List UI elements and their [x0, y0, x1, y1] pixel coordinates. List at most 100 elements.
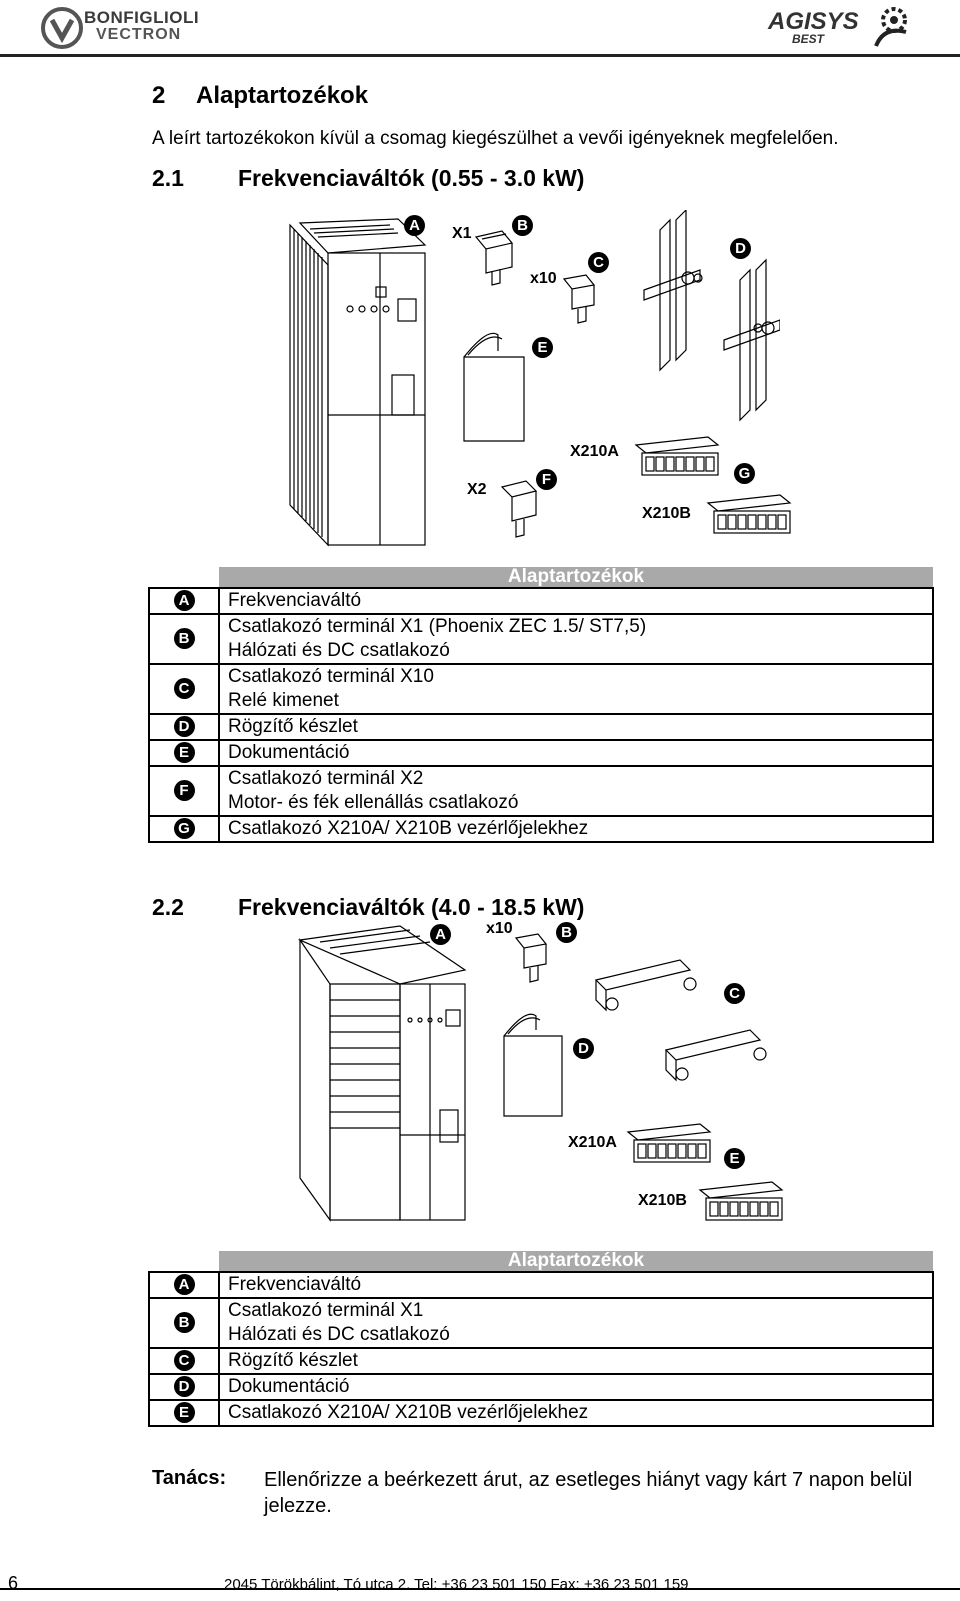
parts-row-letter-cell: D: [148, 713, 220, 741]
part-description-line1: Rögzítő készlet: [228, 1350, 358, 1371]
part-description-line1: Csatlakozó terminál X1 (Phoenix ZEC 1.5/…: [228, 616, 647, 637]
part-letter-badge: D: [173, 716, 195, 738]
parts-table-2-header-row: Alaptartozékok: [149, 1251, 933, 1272]
part-description-line1: Csatlakozó X210A/ X210B vezérlőjelekhez: [228, 818, 589, 839]
agisys-logo: AGISYS BEST: [768, 0, 928, 52]
figure1-badge-a: A: [404, 215, 425, 236]
parts-table-row: G Csatlakozó X210A/ X210B vezérlőjelekhez: [148, 815, 934, 843]
parts-row-description-cell: Rögzítő készlet: [218, 713, 934, 741]
subsection-1-title: Frekvenciaváltók (0.55 - 3.0 kW): [238, 165, 585, 191]
logo-left-line2: VECTRON: [96, 26, 182, 43]
parts-row-description-cell: Csatlakozó X210A/ X210B vezérlőjelekhez: [218, 815, 934, 843]
figure2-label-x10: x10: [486, 920, 513, 937]
part-description-line1: Csatlakozó terminál X2: [228, 768, 424, 789]
figure1-label-x10: x10: [530, 270, 557, 287]
figure1-badge-g: G: [734, 463, 755, 484]
figure2-badge-d: D: [573, 1038, 594, 1059]
part-letter-badge: E: [173, 742, 195, 764]
header-rule: [0, 54, 960, 57]
figure1-badge-b: B: [512, 215, 533, 236]
connector-x210a-drawing: [634, 436, 720, 476]
part-letter-badge: G: [173, 818, 195, 840]
parts-table-row: D Rögzítő készlet: [148, 713, 934, 741]
parts-row-description-cell: Frekvenciaváltó: [218, 1271, 934, 1299]
documentation-booklet-drawing: [463, 332, 525, 442]
parts-row-description-cell: Rögzítő készlet: [218, 1347, 934, 1375]
parts-row-letter-cell: E: [148, 739, 220, 767]
part-description-line2: Hálózati és DC csatlakozó: [228, 1324, 450, 1345]
part-letter-badge: C: [173, 1350, 195, 1372]
mounting-kit-drawing: [643, 210, 780, 422]
parts-row-description-cell: Csatlakozó terminál X2 Motor- és fék elle…: [218, 765, 934, 817]
part-description-line2: Hálózati és DC csatlakozó: [228, 640, 450, 661]
part-letter-badge: E: [173, 1402, 195, 1424]
tip-text: Ellenőrizze a beérkezett árut, az esetle…: [264, 1469, 913, 1517]
part-letter-badge: A: [173, 590, 195, 612]
parts-table-2-header: Alaptartozékok: [219, 1251, 933, 1272]
section-title: Alaptartozékok: [196, 82, 369, 109]
inverter-small-drawing: [289, 218, 427, 547]
parts-table-row: E Dokumentáció: [148, 739, 934, 767]
parts-row-letter-cell: G: [148, 815, 220, 843]
parts-table-1-header-blank: [149, 567, 219, 588]
parts-table-row: C Rögzítő készlet: [148, 1347, 934, 1375]
parts-row-description-cell: Dokumentáció: [218, 1373, 934, 1401]
figure1-badge-c: C: [588, 252, 609, 273]
connector-x10-drawing: [562, 274, 596, 324]
figure1-label-x210b: X210B: [642, 505, 691, 522]
part-letter-badge: C: [173, 678, 195, 700]
figure2-label-x210b: X210B: [638, 1192, 687, 1209]
part-description-line1: Frekvenciaváltó: [228, 590, 362, 611]
parts-row-letter-cell: C: [148, 663, 220, 715]
connector-x2-drawing: [500, 480, 538, 538]
parts-row-letter-cell: B: [148, 613, 220, 665]
parts-row-description-cell: Dokumentáció: [218, 739, 934, 767]
connector-x10-large-drawing: [514, 933, 548, 983]
parts-row-letter-cell: F: [148, 765, 220, 817]
logo-right-sub: BEST: [792, 32, 825, 46]
subsection-2-title: Frekvenciaváltók (4.0 - 18.5 kW): [238, 894, 585, 920]
section-number: 2: [152, 82, 166, 109]
parts-row-letter-cell: E: [148, 1399, 220, 1427]
figure2-badge-b: B: [556, 922, 577, 943]
tip-label: Tanács:: [152, 1467, 227, 1489]
footer-rule: [0, 1588, 960, 1590]
part-description-line2: Motor- és fék ellenállás csatlakozó: [228, 792, 519, 813]
part-description-line2: Relé kimenet: [228, 690, 339, 711]
connector-x210b-drawing: [706, 494, 792, 534]
documentation-booklet-large-drawing: [503, 1013, 563, 1117]
part-letter-badge: D: [173, 1376, 195, 1398]
figure1-badge-e: E: [532, 337, 553, 358]
part-description-line1: Dokumentáció: [228, 1376, 350, 1397]
mounting-kit-large-drawing: [594, 959, 767, 1082]
part-letter-badge: F: [173, 780, 195, 802]
parts-table-row: B Csatlakozó terminál X1 (Phoenix ZEC 1.5…: [148, 613, 934, 665]
figure1-label-x2: X2: [467, 481, 487, 498]
parts-row-description-cell: Csatlakozó terminál X1 Hálózati és DC csa…: [218, 1297, 934, 1349]
parts-row-letter-cell: B: [148, 1297, 220, 1349]
figure-1: A X1 B x10 C D E X210A G X2 F X210B: [280, 205, 800, 550]
part-description-line1: Rögzítő készlet: [228, 716, 358, 737]
parts-table-row: A Frekvenciaváltó: [148, 587, 934, 615]
part-description-line1: Csatlakozó terminál X10: [228, 666, 434, 687]
figure1-label-x1: X1: [452, 225, 472, 242]
logo-right-text: AGISYS: [768, 8, 859, 35]
part-description-line1: Csatlakozó terminál X1: [228, 1300, 424, 1321]
gear-icon: [874, 7, 907, 47]
inverter-large-drawing: [297, 925, 467, 1222]
figure1-badge-f: F: [536, 469, 557, 490]
connector-x210a-large-drawing: [626, 1123, 712, 1163]
parts-table-1-header: Alaptartozékok: [219, 567, 933, 588]
figure2-badge-e: E: [724, 1148, 745, 1169]
figure-2: A x10 B C D X210A E X210B: [290, 920, 810, 1230]
connector-x1-drawing: [474, 230, 514, 286]
parts-table-2-header-blank: [149, 1251, 219, 1272]
